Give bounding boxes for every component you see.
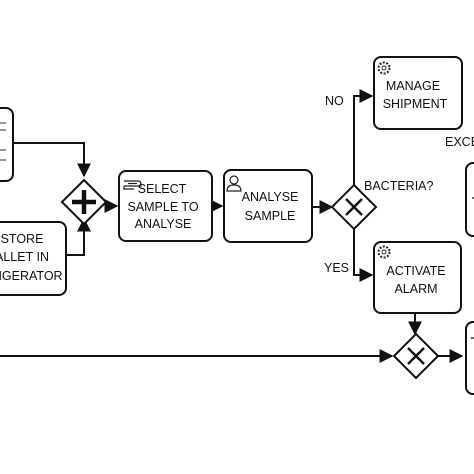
parallel-gateway [60, 178, 108, 226]
edge-bacteria-to-alarm [353, 229, 374, 282]
task-select-sample-line-1: SELECT [138, 182, 187, 196]
merge-gateway [392, 332, 440, 380]
edge-label-yes: YES [324, 261, 349, 275]
task-store-pallet-line-3: RIGERATOR [0, 269, 63, 283]
task-partial-right-bottom [465, 321, 474, 395]
task-analyse-sample: ANALYSE SAMPLE [223, 169, 313, 243]
edge-top-left-to-parallel [14, 142, 91, 178]
edge-bacteria-to-manage [353, 89, 374, 185]
task-activate-alarm-line-2: ALARM [394, 282, 437, 296]
task-store-pallet-line-2: ALLET IN [0, 250, 49, 264]
edge-store-to-parallel [66, 217, 91, 256]
task-activate-alarm: ACTIVATE ALARM [373, 241, 462, 314]
bacteria-gateway-label: BACTERIA? [364, 179, 434, 193]
edge-label-exception: EXCE [445, 135, 474, 149]
task-analyse-sample-line-1: ANALYSE [242, 190, 299, 204]
task-partial-top-left-marks [0, 122, 6, 161]
task-manage-shipment: MANAGE SHIPMENT [373, 56, 463, 130]
task-activate-alarm-line-1: ACTIVATE [386, 264, 445, 278]
task-analyse-sample-line-2: SAMPLE [245, 209, 296, 223]
gear-icon [377, 245, 391, 259]
bacteria-gateway [330, 183, 378, 231]
task-manage-shipment-line-1: MANAGE [386, 79, 440, 93]
task-manage-shipment-line-2: SHIPMENT [383, 97, 448, 111]
task-partial-top-left [0, 107, 14, 182]
user-icon [226, 175, 242, 192]
task-store-pallet-line-1: STORE [1, 232, 44, 246]
task-partial-right-top [465, 162, 474, 237]
task-store-pallet: STORE ALLET IN RIGERATOR [0, 221, 67, 296]
hand-icon [123, 180, 142, 190]
task-select-sample-line-2: SAMPLE TO [127, 200, 198, 214]
task-select-sample: SELECT SAMPLE TO ANALYSE [118, 170, 213, 242]
gear-icon [377, 61, 391, 75]
edge-label-no: NO [325, 94, 344, 108]
task-select-sample-line-3: ANALYSE [135, 217, 192, 231]
